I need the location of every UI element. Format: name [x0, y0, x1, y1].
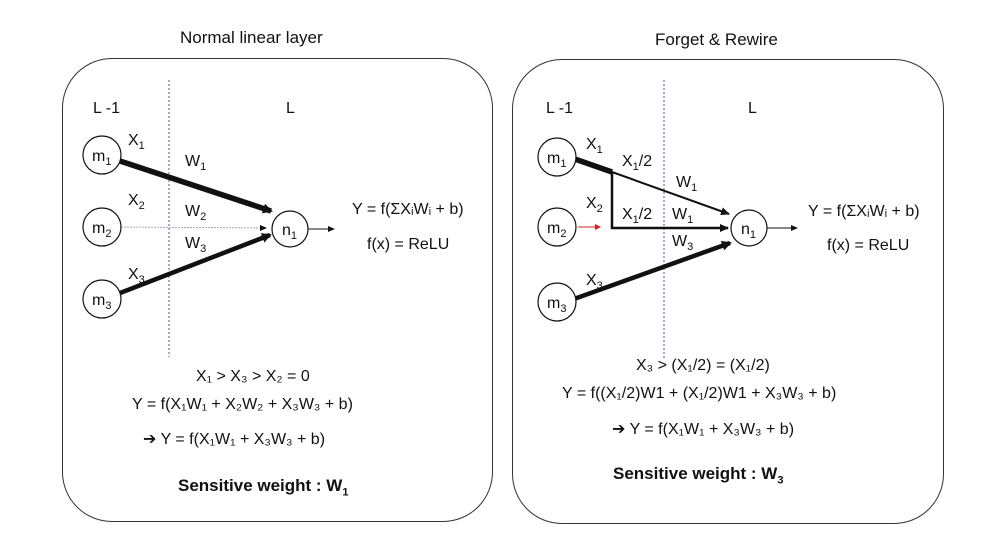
right-node-n1: n1 [730, 209, 768, 247]
right-network: L -1 L m1 m2 m3 n1 X1 X1/2 [537, 80, 798, 358]
right-edge-w3 [573, 240, 732, 302]
left-network: L -1 L m1 m2 m3 n1 X1 W1 X2 W2 W3 X3 [82, 80, 335, 357]
left-label-w2: W2 [185, 203, 206, 223]
right-arrow-icon: ➔ [143, 431, 157, 448]
left-label-x2: X2 [128, 192, 145, 212]
left-layer-prev-label: L -1 [93, 100, 120, 117]
right-label-x3: X3 [586, 272, 603, 292]
left-node-m1: m1 [82, 135, 122, 175]
left-layer-cur-label: L [286, 100, 295, 117]
right-layer-cur-label: L [748, 100, 757, 117]
right-edge-x1-stub [571, 155, 613, 175]
right-panel-title: Forget & Rewire [655, 30, 778, 49]
right-node-m1: m1 [537, 137, 577, 177]
right-edge-w1-rewired [610, 172, 729, 232]
left-label-w1: W1 [185, 153, 206, 173]
right-label-x1-half-lower: X1/2 [622, 206, 652, 226]
right-sensitive-weight: Sensitive weight : W3 [613, 464, 784, 487]
left-edge-w3 [119, 232, 272, 296]
left-y-simplified: ➔ Y = f(X₁W₁ + X₃W₃ + b) [143, 431, 326, 448]
left-output-equation: Y = f(ΣXᵢWᵢ + b) [352, 201, 464, 218]
right-node-m3: m3 [537, 282, 577, 322]
left-activation: f(x) = ReLU [367, 236, 450, 253]
left-node-m2: m2 [82, 207, 122, 247]
right-condition: X₃ > (X₁/2) = (X₁/2) [636, 357, 770, 374]
right-node-m2: m2 [537, 207, 577, 247]
right-output-equation: Y = f(ΣXᵢWᵢ + b) [808, 203, 920, 220]
left-node-m3: m3 [82, 279, 122, 319]
left-edge-w1 [119, 158, 273, 214]
right-layer-prev-label: L -1 [546, 100, 573, 117]
right-edge-w1-upper [611, 171, 730, 216]
right-activation: f(x) = ReLU [827, 237, 910, 254]
right-y-simplified: ➔ Y = f(X₁W₁ + X₃W₃ + b) [612, 421, 795, 438]
left-sensitive-weight: Sensitive weight : W1 [178, 476, 349, 499]
right-label-x2: X2 [586, 195, 603, 215]
right-label-w3: W3 [672, 233, 693, 253]
left-label-w3: W3 [185, 235, 206, 255]
right-label-w1-upper: W1 [676, 174, 697, 194]
right-panel [512, 59, 944, 524]
right-label-x1-half-upper: X1/2 [622, 153, 652, 173]
left-edge-w2 [120, 224, 267, 231]
left-label-x3: X3 [128, 266, 145, 286]
right-y-full: Y = f((X₁/2)W1 + (X₁/2)W1 + X₃W₃ + b) [562, 385, 837, 402]
right-arrow-icon: ➔ [612, 421, 626, 438]
right-label-w1-lower: W1 [672, 206, 693, 226]
left-panel [62, 58, 493, 522]
left-node-n1: n1 [271, 210, 309, 248]
left-label-x1: X1 [128, 132, 145, 152]
left-y-full: Y = f(X₁W₁ + X₂W₂ + X₃W₃ + b) [132, 396, 353, 413]
right-label-x1: X1 [586, 136, 603, 156]
left-condition: X₁ > X₃ > X₂ = 0 [196, 368, 310, 385]
left-panel-title: Normal linear layer [180, 28, 323, 47]
